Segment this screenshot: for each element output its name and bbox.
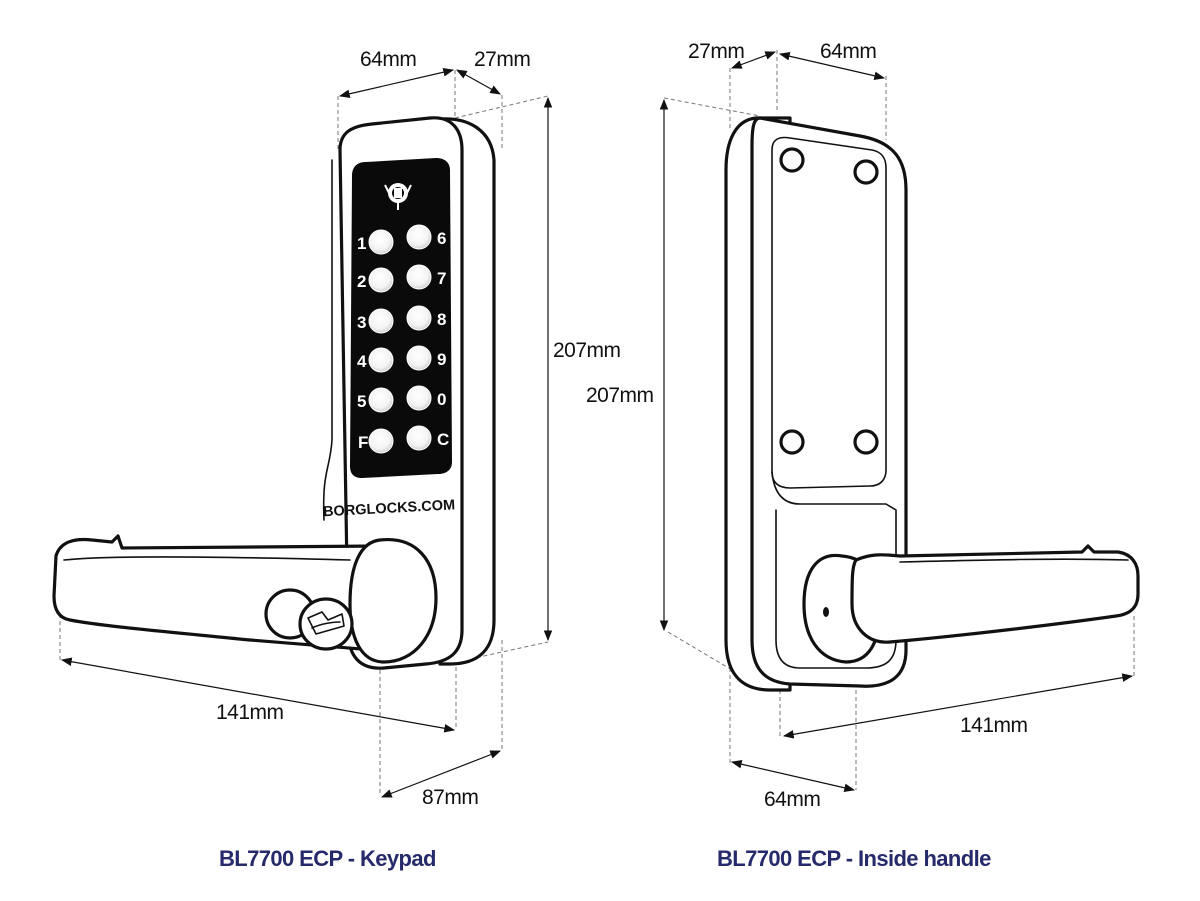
dimension-labels: 64mm 27mm 207mm 141mm 87mm [216,48,621,809]
dim-base-label: 64mm [764,788,820,811]
key-label: 6 [437,229,446,248]
key-5: 5 [357,387,394,413]
key-label: 0 [437,390,446,409]
keypad-view: 1 2 3 4 5 F [52,48,621,871]
dim-width-label: 64mm [360,48,416,71]
key-8: 8 [406,305,446,331]
dim-width-label: 64mm [820,40,876,63]
keypad-view-caption: BL7700 ECP - Keypad [219,846,436,871]
dimension-labels: 27mm 64mm 207mm 141mm 64mm [586,40,1028,811]
key-label: 5 [357,392,366,411]
mounting-holes [779,147,879,455]
key-label: 2 [357,272,366,291]
release-hole-icon [823,607,829,617]
lever-key-cylinder [264,588,354,651]
screw-hole-icon [853,429,879,455]
key-label: C [437,430,449,449]
key-f: F [358,428,394,454]
dim-lever-label: 141mm [216,701,284,724]
dim-projection-label: 87mm [422,786,478,809]
dim-height-label: 207mm [586,384,654,407]
dimension-lines [60,67,553,798]
key-6: 6 [406,224,446,250]
key-0: 0 [406,385,446,411]
screw-hole-icon [779,147,805,173]
key-1: 1 [357,229,394,255]
key-label: 9 [437,350,446,369]
dim-depth-label: 27mm [474,48,530,71]
guide-lines [59,70,549,795]
lever-hub [348,537,438,664]
screw-hole-icon [853,159,879,185]
key-3: 3 [357,308,394,334]
key-label: 3 [357,313,366,332]
key-2: 2 [357,267,394,293]
key-4: 4 [357,347,394,373]
dim-lever-label: 141mm [960,714,1028,737]
screw-hole-icon [779,429,805,455]
dimension-lines [659,51,1134,793]
brand-label: BORGLOCKS.COM [323,497,456,520]
inside-lever-handle [850,544,1140,644]
key-c: C [406,425,449,451]
dim-height-label: 207mm [553,339,621,362]
guide-lines [663,50,1135,790]
inner-plate [771,136,887,489]
plate-lower-step [771,471,897,669]
lever-inner-line [899,558,1129,563]
lever-inner-line [63,556,351,561]
key-label: F [358,433,368,452]
inside-handle-view-caption: BL7700 ECP - Inside handle [717,846,991,871]
override-key-icon [384,183,412,210]
key-9: 9 [406,345,446,371]
key-label: 1 [357,234,366,253]
key-7: 7 [406,264,446,290]
escutcheon-bevel [322,159,333,521]
inside-handle-view: 27mm 64mm 207mm 141mm 64mm BL7700 ECP - … [586,40,1140,871]
key-label: 4 [357,352,367,371]
key-label: 7 [437,269,446,288]
keypad-buttons: 1 2 3 4 5 F [357,224,449,454]
key-label: 8 [437,310,446,329]
dim-depth-label: 27mm [688,40,744,63]
